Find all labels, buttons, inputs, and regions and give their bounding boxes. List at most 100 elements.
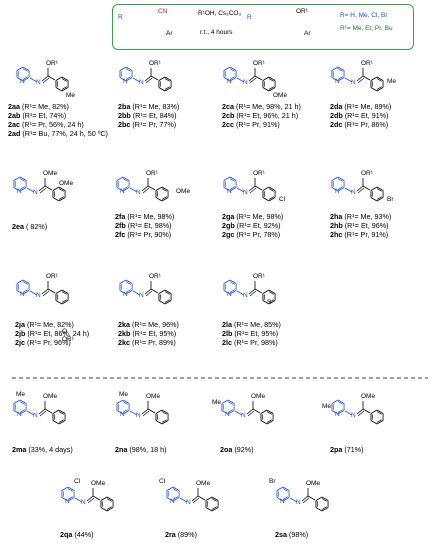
aryl-bond [100, 496, 108, 501]
compound-conditions: (R¹= Et, 95%) [232, 329, 279, 338]
compound-label-line: 2ra (89%) [165, 530, 197, 539]
aryl-bond [161, 419, 167, 423]
compound-conditions: (R¹= Pr, 86%) [342, 120, 389, 129]
pyridine-bond [229, 290, 237, 295]
imine-bond [344, 187, 353, 193]
aryl-bond [52, 197, 60, 202]
aryl-bond [164, 86, 170, 90]
compound-label-line: 2fa (R¹= Me, 98%) [115, 212, 174, 221]
pyridine-bond [16, 290, 24, 295]
or1-label-product: OR¹ [296, 8, 308, 15]
imine-n-label: N [243, 292, 248, 299]
imine-double-bond [249, 290, 257, 297]
imine-bond [179, 497, 188, 503]
aryl-bond [158, 87, 166, 92]
pyridine-bond [337, 176, 345, 181]
compound-id: 2aa [8, 102, 20, 111]
pyridine-bond [16, 66, 24, 71]
compound-id: 2ra [165, 530, 176, 539]
imine-n-label: N [351, 189, 356, 196]
aryl-bond [164, 291, 170, 295]
aryl-bond [268, 78, 274, 82]
aryl-bond [268, 289, 276, 294]
pyridine-bond [221, 410, 229, 415]
aryl-bond [268, 87, 276, 92]
aryl-bond [61, 299, 67, 303]
aryl-bond [262, 289, 270, 294]
pyridine-n-label: N [123, 78, 128, 85]
imine-double-bond [301, 495, 309, 502]
imine-double-bond [142, 187, 150, 194]
imine-bond [26, 187, 35, 193]
pyridine-bond [125, 289, 131, 293]
aryl-bond [252, 408, 261, 414]
aryl-bond [307, 495, 316, 501]
substituent-label: Br [387, 196, 394, 203]
compound-label-line: 2bb (R¹= Et, 84%) [118, 111, 179, 120]
imine-double-bond [144, 75, 152, 82]
pyridine-bond [229, 66, 237, 71]
alkoxy-label: OMe [43, 393, 58, 400]
aryl-bond [254, 75, 263, 81]
aryl-bond [161, 420, 169, 425]
aryl-bond [268, 299, 274, 303]
pyridine-bond [172, 497, 180, 502]
aryl-bond [211, 496, 219, 501]
imine-double-bond [356, 408, 364, 415]
pyridine-bond [331, 187, 339, 192]
compound-label: 2fa (R¹= Me, 98%)2fb (R¹= Et, 98%)2fc (R… [115, 212, 174, 239]
compound-conditions: (R¹= Me, 82%) [20, 102, 69, 111]
compound-label-line: 2jb (R¹= Et, 86%, 24 h) [15, 329, 89, 338]
compound-id: 2hc [330, 230, 343, 239]
pyridine-bond [13, 176, 21, 181]
compound-conditions: (R¹= Et, 92%) [234, 221, 281, 230]
imine-double-bond [192, 497, 200, 504]
pyridine-bond [67, 496, 73, 500]
compound-conditions: (44%) [72, 530, 94, 539]
pyridine-n-label: N [20, 78, 25, 85]
imine-double-bond [248, 75, 256, 82]
compound-conditions: (R¹= Pr, 78%) [234, 230, 281, 239]
aryl-bond [58, 197, 66, 202]
pyridine-bond [67, 488, 73, 492]
pyridine-bond [276, 497, 284, 502]
compound-label-line: 2ja (R¹= Me, 82%) [15, 320, 89, 329]
compound-id: 2oa [220, 445, 233, 454]
pyridine-bond [122, 401, 128, 405]
aryl-bond [211, 507, 219, 512]
imine-bond [132, 290, 141, 296]
pyridine-bond [125, 290, 133, 295]
pyridine-bond [22, 66, 30, 71]
pyridine-bond [13, 410, 21, 415]
aryl-bond [155, 197, 163, 202]
aryl-bond [376, 188, 382, 192]
aryl-bond [92, 495, 101, 501]
imine-bond [289, 497, 298, 503]
imine-bond [29, 290, 38, 296]
compound-label-line: 2ca (R¹= Me, 98%, 21 h) [222, 102, 301, 111]
pyridine-n-label: N [225, 411, 230, 418]
aryl-bond [362, 75, 371, 81]
compound-label-line: 2kc (R¹= Pr, 89%) [118, 338, 179, 347]
aryl-bond [370, 420, 378, 425]
pyridine-bond [119, 290, 127, 295]
aryl-bond [58, 419, 64, 423]
imine-bond [132, 77, 141, 83]
pyridine-bond [22, 290, 30, 295]
compound-id: 2fb [115, 221, 126, 230]
pyridine-bond [22, 281, 28, 285]
compound-label-line: 2ka (R¹= Me, 96%) [118, 320, 179, 329]
aryl-bond [370, 87, 378, 92]
compound-conditions: (92%) [232, 445, 254, 454]
alkoxy-label: OR¹ [46, 273, 58, 280]
pyridine-n-label: N [17, 188, 22, 195]
aryl-bond [47, 288, 56, 294]
imine-bond [26, 410, 35, 416]
pyridine-bond [223, 77, 231, 82]
pyridine-bond [282, 497, 290, 502]
pyridine-bond [229, 68, 235, 72]
compound-conditions: (R¹= Pr, 91%) [342, 230, 389, 239]
aryl-bond [376, 186, 384, 191]
pyridine-bond [221, 399, 229, 404]
